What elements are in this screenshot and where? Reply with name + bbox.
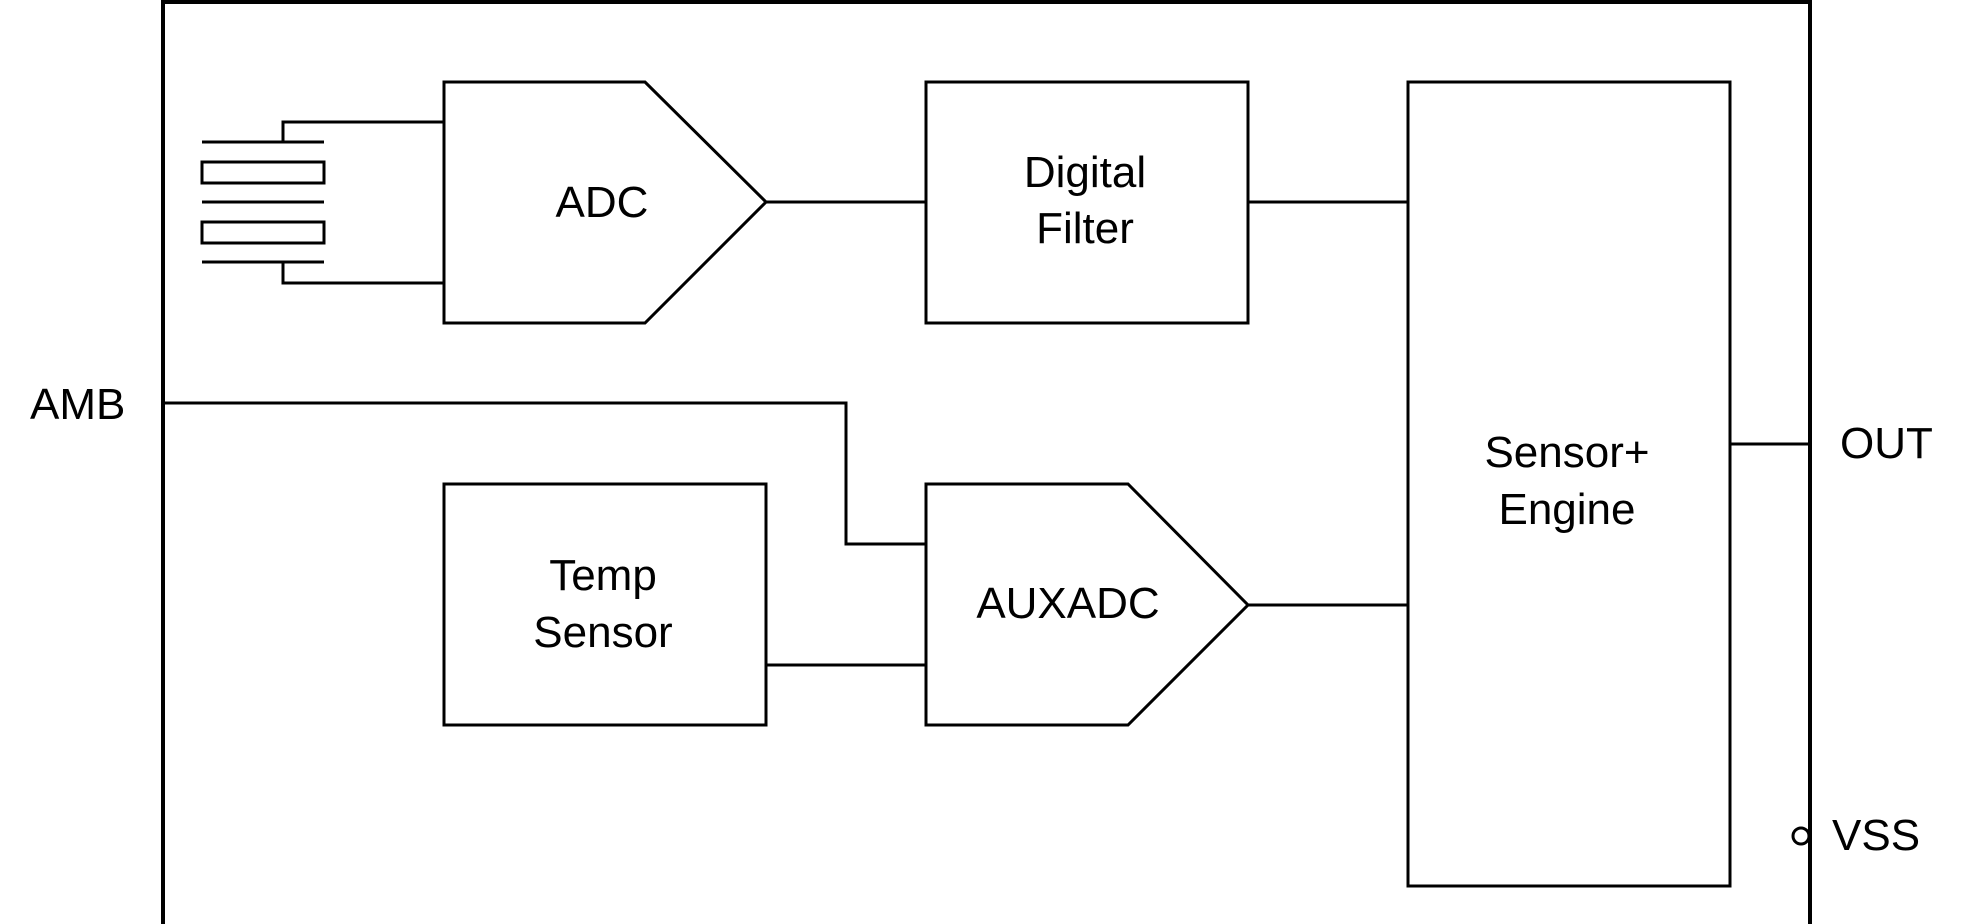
temp-sensor-label-line1: Temp [549,551,657,600]
temp-sensor-label-line2: Sensor [533,608,672,657]
adc-block: ADC [442,80,769,325]
aux-adc-block: AUXADC [924,482,1251,727]
digital-filter-label-line2: Filter [1036,204,1134,253]
adc-label: ADC [556,178,649,227]
amb-pin-label: AMB [30,380,125,429]
aux-adc-label: AUXADC [976,579,1159,628]
sensor-engine-block: Sensor+ Engine [1406,80,1732,888]
temp-sensor-block: Temp Sensor [442,482,768,727]
sensor-engine-label-line2: Engine [1498,485,1635,534]
vss-pin-icon [1791,826,1811,846]
sensor-engine-label-line1: Sensor+ [1484,428,1649,477]
chip-boundary [161,0,1812,924]
digital-filter-block: Digital Filter [924,80,1250,325]
out-pin-label: OUT [1840,419,1933,468]
vss-pin-label: VSS [1832,811,1920,860]
amb-wire [165,401,926,546]
digital-filter-label-line1: Digital [1024,148,1146,197]
sensor-element-icon [200,120,444,285]
